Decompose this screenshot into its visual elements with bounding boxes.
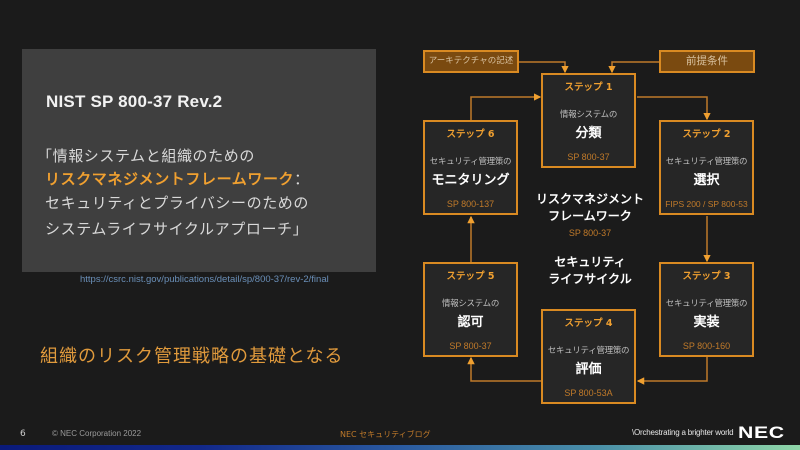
lifecycle-line-1: セキュリティ: [554, 255, 626, 269]
prerequisites-box: 前提条件: [659, 50, 755, 73]
title-panel: [22, 49, 376, 272]
step-5-box: ステップ 5 情報システムの 認可 SP 800-37: [423, 262, 518, 357]
step-reference: SP 800-37: [449, 341, 492, 351]
lifecycle-line-2: ライフサイクル: [548, 272, 632, 286]
step-6-box: ステップ 6 セキュリティ管理策の モニタリング SP 800-137: [423, 120, 518, 215]
step-label: ステップ 1: [564, 82, 613, 93]
rmf-line-1: リスクマネジメント: [535, 192, 644, 206]
architecture-description-box: アーキテクチャの記述: [423, 50, 519, 73]
quote-line-1: 「情報システムと組織のための: [37, 147, 255, 165]
nec-logo: NEC: [738, 423, 785, 442]
step-label: ステップ 2: [682, 129, 731, 140]
quote-line-2: リスクマネジメントフレームワーク：: [45, 168, 310, 189]
step-2-box: ステップ 2 セキュリティ管理策の 選択 FIPS 200 / SP 800-5…: [659, 120, 754, 215]
step-subtitle: 情報システムの: [559, 110, 618, 120]
arrow-step3-to-step4: [636, 357, 708, 385]
step-title: 評価: [575, 362, 602, 377]
foundation-statement: 組織のリスク管理戦略の基礎となる: [40, 346, 344, 367]
quote-highlight: リスクマネジメントフレームワーク: [45, 170, 295, 188]
step-reference: SP 800-137: [446, 199, 495, 209]
step-title: 実装: [693, 315, 720, 330]
step-label: ステップ 6: [446, 129, 495, 140]
step-reference: FIPS 200 / SP 800-53: [665, 199, 748, 209]
step-title: モニタリング: [431, 173, 510, 188]
step-subtitle: セキュリティ管理策の: [665, 157, 748, 167]
brand-tagline: \Orchestrating a brighter world: [632, 428, 734, 437]
step-reference: SP 800-37: [567, 152, 610, 162]
rmf-line-2: フレームワーク: [548, 209, 632, 223]
step-subtitle: 情報システムの: [441, 299, 500, 309]
footer-gradient-bar: [0, 445, 800, 450]
step-label: ステップ 5: [446, 271, 495, 282]
step-subtitle: セキュリティ管理策の: [665, 299, 748, 309]
document-title: NIST SP 800-37 Rev.2: [46, 92, 223, 111]
copyright: © NEC Corporation 2022: [52, 429, 142, 438]
step-title: 分類: [575, 126, 602, 141]
step-label: ステップ 3: [682, 271, 731, 282]
arrow-step1-to-step2: [637, 96, 711, 121]
quote-colon: ：: [294, 170, 310, 188]
arrow-prerequisites-to-step1: [608, 61, 659, 74]
step-title: 選択: [693, 173, 720, 188]
step-reference: SP 800-160: [682, 341, 731, 351]
quote-line-4: システムライフサイクルアプローチ」: [45, 220, 309, 238]
step-subtitle: セキュリティ管理策の: [429, 157, 512, 167]
step-3-box: ステップ 3 セキュリティ管理策の 実装 SP 800-160: [659, 262, 754, 357]
step-subtitle: セキュリティ管理策の: [547, 346, 630, 356]
step-title: 認可: [457, 315, 484, 330]
quote-line-3: セキュリティとプライバシーのための: [45, 194, 310, 212]
step-reference: SP 800-53A: [564, 388, 613, 398]
page-number: 6: [20, 429, 26, 439]
rmf-reference: SP 800-37: [568, 228, 612, 238]
rmf-center-label: リスクマネジメント フレームワーク: [530, 191, 650, 225]
lifecycle-center-label: セキュリティ ライフサイクル: [530, 254, 650, 288]
step-4-box: ステップ 4 セキュリティ管理策の 評価 SP 800-53A: [541, 309, 636, 404]
blog-name: NEC セキュリティブログ: [340, 430, 431, 439]
step-label: ステップ 4: [564, 318, 613, 329]
arrow-architecture-to-step1: [518, 61, 569, 74]
arrow-step6-to-step1: [470, 93, 542, 120]
arrow-step4-to-step5: [467, 356, 541, 382]
step-1-box: ステップ 1 情報システムの 分類 SP 800-37: [541, 73, 636, 168]
source-link[interactable]: https://csrc.nist.gov/publications/detai…: [80, 274, 329, 285]
